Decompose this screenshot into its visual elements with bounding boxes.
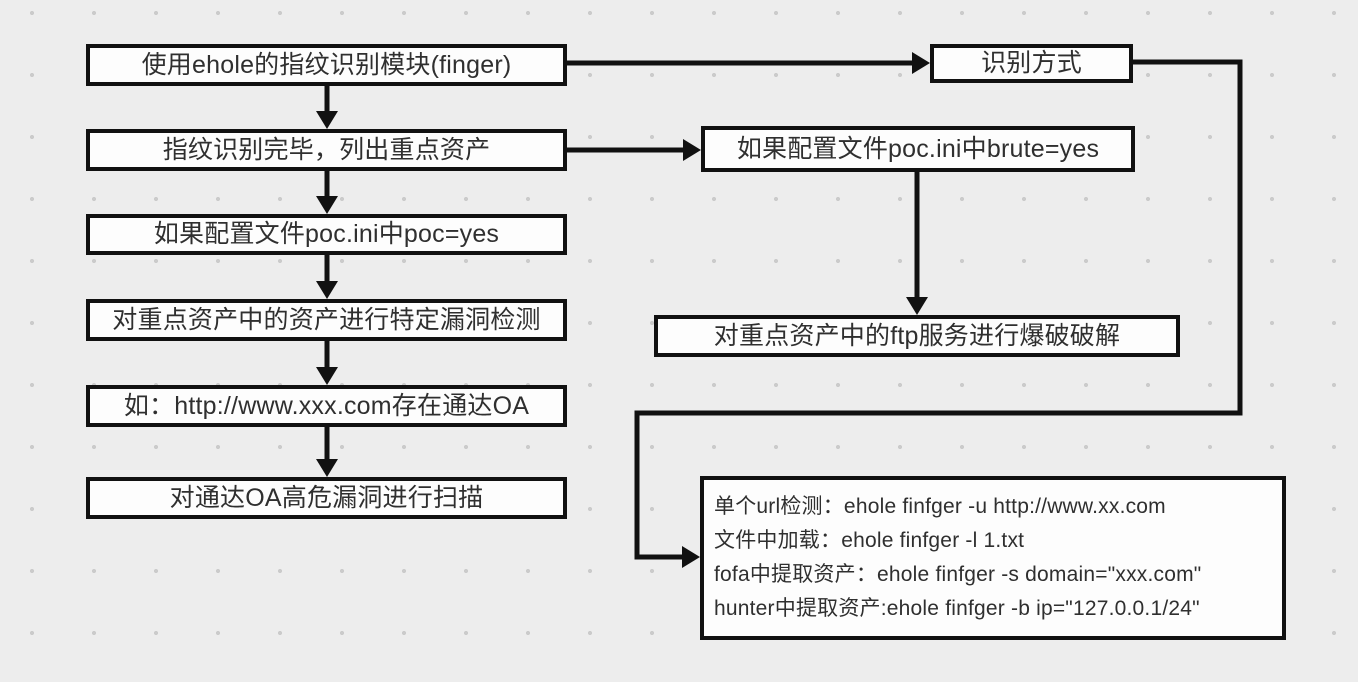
arrow-poc-to-detect bbox=[316, 255, 338, 299]
usage-line-fofa: fofa中提取资产：ehole finfger -s domain="xxx.c… bbox=[714, 563, 1202, 586]
flow-node-poc-config: 如果配置文件poc.ini中poc=yes bbox=[86, 214, 567, 255]
arrow-brute-to-ftp bbox=[906, 172, 928, 315]
arrow-done-to-poc bbox=[316, 171, 338, 214]
arrow-finger-to-method bbox=[567, 52, 930, 74]
flow-node-finger-module: 使用ehole的指纹识别模块(finger) bbox=[86, 44, 567, 86]
flow-node-usage-examples: 单个url检测：ehole finfger -u http://www.xx.c… bbox=[700, 476, 1286, 640]
arrow-done-to-brute bbox=[567, 139, 701, 161]
arrow-finger-to-done bbox=[316, 86, 338, 129]
flow-node-example-tongda: 如：http://www.xxx.com存在通达OA bbox=[86, 385, 567, 427]
flow-node-tongda-scan: 对通达OA高危漏洞进行扫描 bbox=[86, 477, 567, 519]
flow-node-fingerprint-done: 指纹识别完毕，列出重点资产 bbox=[86, 129, 567, 171]
usage-line-file-load: 文件中加载：ehole finfger -l 1.txt bbox=[714, 529, 1025, 552]
arrow-example-to-scan bbox=[316, 427, 338, 477]
flow-node-brute-config: 如果配置文件poc.ini中brute=yes bbox=[701, 126, 1135, 172]
usage-line-single-url: 单个url检测：ehole finfger -u http://www.xx.c… bbox=[714, 495, 1166, 518]
flow-node-vuln-detect: 对重点资产中的资产进行特定漏洞检测 bbox=[86, 299, 567, 341]
usage-line-hunter: hunter中提取资产:ehole finfger -b ip="127.0.0… bbox=[714, 597, 1200, 620]
arrow-detect-to-example bbox=[316, 341, 338, 385]
flow-node-recognition-method: 识别方式 bbox=[930, 44, 1133, 83]
flow-node-ftp-brute: 对重点资产中的ftp服务进行爆破破解 bbox=[654, 315, 1180, 357]
